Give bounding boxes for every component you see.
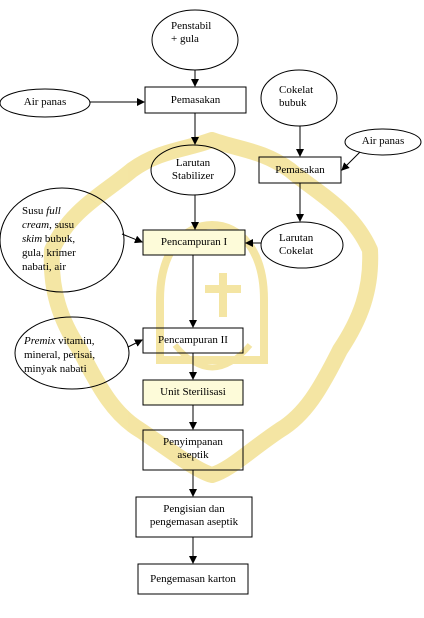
label-pengisian-line2: pengemasan aseptik	[149, 516, 239, 528]
node-unit-sterilisasi	[142, 379, 244, 406]
node-pengisian	[135, 496, 253, 538]
node-larutan-stabilizer	[150, 144, 236, 196]
label-pemasakan-cokelat: Pemasakan	[275, 164, 325, 176]
label-larutan-line1: Larutan	[175, 157, 211, 169]
label-cokelat-line2: bubuk	[279, 97, 307, 109]
label-pencampuran-2: Pencampuran II	[158, 334, 228, 346]
node-pengemasan-karton	[137, 563, 249, 595]
label-penstabil-gula: Penstabil + gula	[171, 20, 231, 46]
label-penyimpanan: Penyimpanan aseptik	[143, 436, 243, 462]
label-larutan-cokelat-line1: Larutan	[279, 232, 314, 244]
node-larutan-cokelat	[260, 221, 344, 269]
node-air-panas-right	[344, 128, 422, 156]
label-susu-line1: Susu full	[22, 205, 61, 217]
label-penyimpanan-line2: aseptik	[177, 449, 209, 461]
label-air-panas-right: Air panas	[361, 135, 405, 147]
label-penstabil-line1: Penstabil	[171, 20, 212, 32]
label-larutan-cokelat: Larutan Cokelat	[279, 232, 334, 258]
label-larutan-line2: Stabilizer	[171, 170, 215, 182]
label-pengisian-line1: Pengisian dan	[163, 503, 225, 515]
watermark-logo	[43, 132, 379, 483]
label-larutan-stabilizer: Larutan Stabilizer	[155, 157, 231, 183]
label-penstabil-line2: + gula	[171, 33, 199, 45]
label-susu-line2: cream, susu	[22, 219, 75, 231]
label-susu-line3: skim bubuk,	[22, 233, 76, 245]
label-susu-line4: gula, krimer	[22, 247, 76, 259]
label-cokelat-line1: Cokelat	[279, 84, 314, 96]
label-pemasakan-main: Pemasakan	[170, 94, 221, 106]
label-premix-line3: minyak nabati	[24, 363, 87, 375]
node-pencampuran-1	[142, 229, 246, 256]
label-cokelat-bubuk: Cokelat bubuk	[279, 84, 329, 110]
label-susu-input: Susu full cream, susu skim bubuk, gula, …	[22, 204, 117, 274]
label-premix-line1: Premix vitamin,	[24, 335, 95, 347]
arrow-airpanas-right-to-pemasakan	[341, 151, 361, 171]
label-pencampuran-1: Pencampuran I	[160, 236, 228, 248]
label-susu-line5: nabati, air	[22, 261, 66, 273]
node-cokelat-bubuk	[260, 69, 338, 127]
label-pengisian: Pengisian dan pengemasan aseptik	[136, 503, 252, 529]
label-pengemasan-karton: Pengemasan karton	[150, 573, 236, 585]
node-premix-input	[14, 316, 130, 390]
arrow-premix-to-pencampuran2	[127, 339, 143, 348]
label-premix-input: Premix vitamin, mineral, perisai, minyak…	[24, 334, 124, 376]
node-susu-input	[0, 187, 125, 293]
label-larutan-cokelat-line2: Cokelat	[279, 245, 314, 257]
label-premix-line2: mineral, perisai,	[24, 349, 96, 361]
label-air-panas-left: Air panas	[23, 96, 67, 108]
arrow-susu-to-pencampuran	[121, 233, 143, 244]
label-unit-sterilisasi: Unit Sterilisasi	[160, 386, 226, 398]
label-penyimpanan-line1: Penyimpanan	[163, 436, 223, 448]
node-air-panas-left	[0, 88, 91, 118]
